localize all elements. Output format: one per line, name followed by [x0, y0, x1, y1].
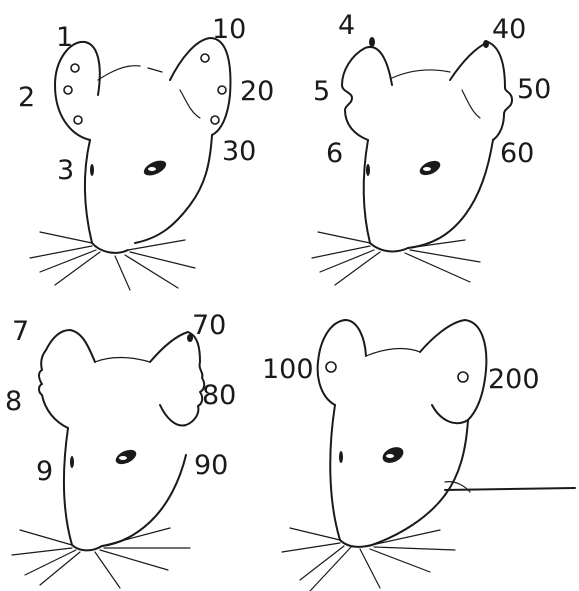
right-ear-hole-middle [218, 86, 226, 94]
mouse-head-panel-double-notches: 7 8 9 70 80 90 [5, 310, 236, 588]
head-outline [85, 140, 92, 243]
right-ear-hole-top [201, 54, 209, 62]
label-6: 6 [326, 138, 343, 169]
left-ear-hole-top [71, 64, 79, 72]
label-90: 90 [194, 450, 228, 481]
whiskers [30, 232, 195, 290]
label-10: 10 [212, 14, 246, 45]
whiskers [312, 232, 480, 285]
whiskers [12, 528, 190, 588]
label-1: 1 [56, 22, 73, 53]
label-80: 80 [202, 380, 236, 411]
left-ear-hole-bottom [74, 116, 82, 124]
mouse-head-panel-edge-notches: 4 5 6 40 50 60 [312, 10, 551, 285]
label-60: 60 [500, 138, 534, 169]
left-ear-center-hole [326, 362, 336, 372]
left-ear-hole-middle [64, 86, 72, 94]
label-70: 70 [192, 310, 226, 341]
left-ear [342, 47, 392, 140]
label-20: 20 [240, 76, 274, 107]
head-outline [330, 405, 340, 540]
right-ear [150, 332, 204, 426]
left-ear [39, 330, 95, 428]
label-2: 2 [18, 82, 35, 113]
label-100: 100 [262, 354, 314, 385]
head-outline [64, 428, 72, 545]
label-5: 5 [313, 76, 330, 107]
label-200: 200 [488, 364, 540, 395]
label-9: 9 [36, 456, 53, 487]
label-30: 30 [222, 136, 256, 167]
left-ear [55, 42, 100, 140]
label-8: 8 [5, 386, 22, 417]
label-40: 40 [492, 14, 526, 45]
mouse-head-panel-center-holes: 100 200 [262, 320, 575, 591]
right-ear [420, 320, 486, 423]
whiskers [282, 528, 455, 591]
right-ear-hole-bottom [211, 116, 219, 124]
label-4: 4 [338, 10, 355, 41]
right-ear [450, 42, 512, 140]
label-7: 7 [12, 316, 29, 347]
label-3: 3 [57, 155, 74, 186]
label-50: 50 [517, 74, 551, 105]
left-ear [318, 320, 366, 405]
head-outline [364, 140, 370, 243]
ear-tag-wire [445, 488, 575, 490]
mouse-head-panel-holes: 1 2 3 10 20 30 [18, 14, 274, 290]
right-ear-center-hole [458, 372, 468, 382]
